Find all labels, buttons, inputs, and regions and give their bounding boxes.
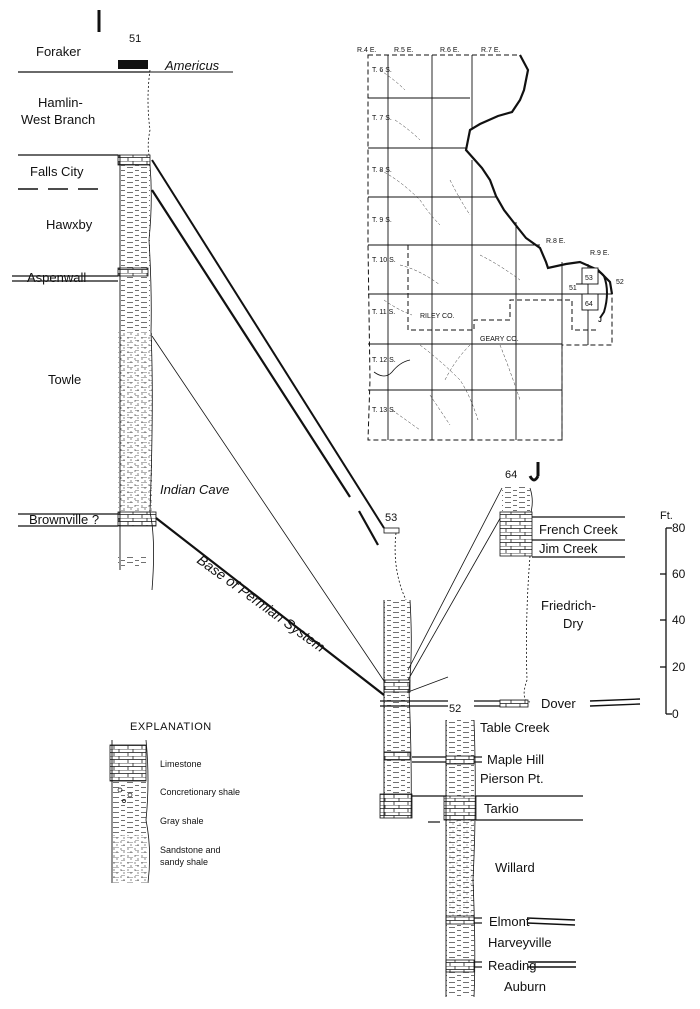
unit-french-creek: French Creek [539, 522, 618, 537]
unit-friedrich-1: Friedrich- [541, 598, 596, 613]
unit-maple-hill: Maple Hill [487, 752, 544, 767]
scale-tick-20: 20 [672, 660, 686, 674]
unit-hamlin-1: Hamlin- [38, 95, 83, 110]
map-location-51: 51 [569, 285, 577, 292]
map-range-r8e: R.8 E. [546, 238, 566, 245]
unit-indian-cave: Indian Cave [160, 482, 229, 497]
base-of-permian-label: Base of Permian System [194, 551, 328, 655]
well-52-label: 52 [449, 703, 461, 715]
unit-elmont: Elmont [489, 914, 530, 929]
unit-jim-creek: Jim Creek [539, 541, 598, 556]
map-township-t10s: T. 10 S. [372, 257, 396, 264]
location-map [367, 54, 614, 441]
map-township-t9s: T. 9 S. [372, 217, 392, 224]
unit-dover: Dover [541, 696, 576, 711]
map-township-t11s: T. 11 S. [372, 309, 395, 316]
map-township-t6s: T. 6 S. [372, 67, 392, 74]
unit-falls-city: Falls City [30, 164, 84, 179]
map-line-j: J [598, 317, 602, 324]
scale-tick-60: 60 [672, 567, 686, 581]
unit-harveyville: Harveyville [488, 935, 552, 950]
unit-willard: Willard [495, 860, 535, 875]
unit-foraker: Foraker [36, 44, 81, 59]
unit-friedrich-2: Dry [563, 616, 584, 631]
scale-unit: Ft. [660, 510, 673, 522]
legend-sandstone-1: Sandstone and [160, 845, 221, 855]
unit-tarkio: Tarkio [484, 801, 519, 816]
well-53-label: 53 [385, 512, 397, 524]
map-range-r4e: R.4 E. [357, 47, 377, 54]
explanation-title: EXPLANATION [130, 721, 212, 733]
vertical-scale: Ft. 80 60 40 20 0 [660, 510, 686, 721]
unit-americus: Americus [164, 58, 220, 73]
map-township-t7s: T. 7 S. [372, 115, 392, 122]
legend-limestone: Limestone [160, 759, 202, 769]
map-township-t12s: T. 12 S. [372, 357, 396, 364]
scale-tick-0: 0 [672, 707, 679, 721]
well-51-label: 51 [129, 33, 141, 45]
map-location-64: 64 [585, 301, 593, 308]
unit-hawxby: Hawxby [46, 217, 93, 232]
legend-sandstone-2: sandy shale [160, 857, 208, 867]
unit-towle: Towle [48, 372, 81, 387]
legend-concretionary: Concretionary shale [160, 787, 240, 797]
map-range-r6e: R.6 E. [440, 47, 460, 54]
scale-tick-80: 80 [672, 521, 686, 535]
explanation-legend: EXPLANATION Limestone Concretionary shal… [109, 721, 240, 884]
column-51 [117, 60, 157, 591]
unit-reading: Reading [488, 958, 536, 973]
map-location-52: 52 [616, 279, 624, 286]
map-riley-co: RILEY CO. [420, 313, 455, 320]
map-geary-co: GEARY CO. [480, 336, 519, 343]
unit-hamlin-2: West Branch [21, 112, 95, 127]
map-range-r7e: R.7 E. [481, 47, 501, 54]
legend-gray-shale: Gray shale [160, 816, 204, 826]
unit-table-creek: Table Creek [480, 720, 550, 735]
scale-tick-40: 40 [672, 613, 686, 627]
unit-aspenwall: Aspenwall [27, 270, 86, 285]
column-52 [443, 719, 477, 998]
map-range-r5e: R.5 E. [394, 47, 414, 54]
map-location-53: 53 [585, 275, 593, 282]
unit-brownville: Brownville ? [29, 512, 99, 527]
well-64-label: 64 [505, 469, 517, 481]
map-range-r9e: R.9 E. [590, 250, 610, 257]
map-township-t8s: T. 8 S. [372, 167, 392, 174]
map-township-t13s: T. 13 S. [372, 407, 396, 414]
unit-auburn: Auburn [504, 979, 546, 994]
column-64 [499, 486, 533, 708]
column-53 [379, 527, 413, 819]
unit-pierson: Pierson Pt. [480, 771, 544, 786]
